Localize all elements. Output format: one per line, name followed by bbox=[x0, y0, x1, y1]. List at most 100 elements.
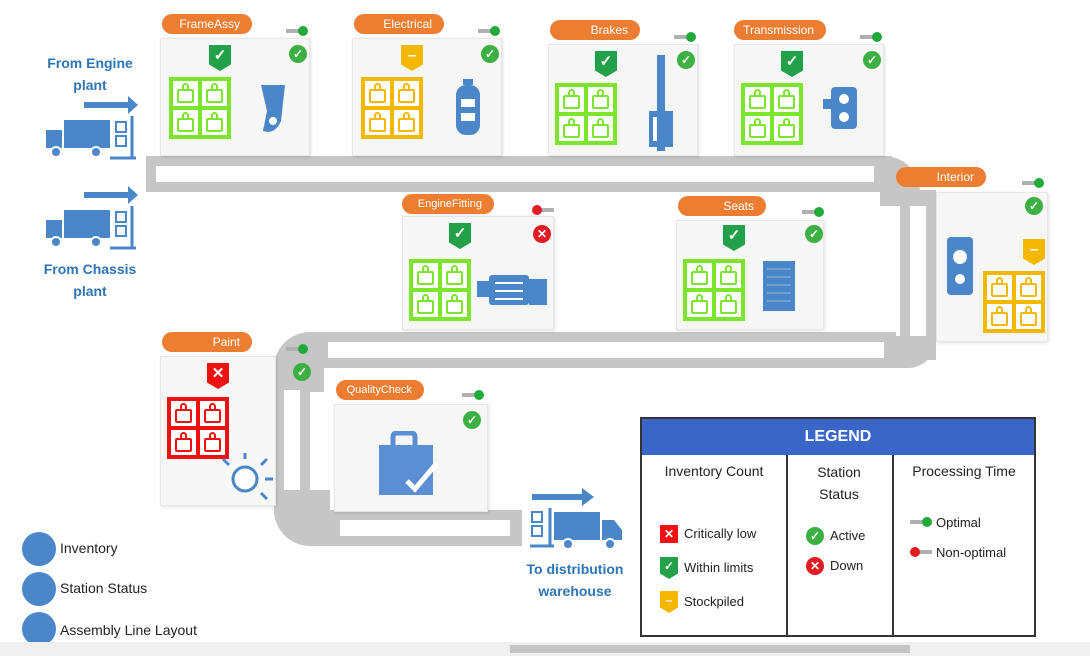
frame-part-icon bbox=[261, 85, 285, 132]
station-tag-transmission: Transmission bbox=[734, 20, 826, 40]
station-tag-interior: Interior bbox=[896, 167, 986, 187]
destination-label: To distribution warehouse bbox=[510, 558, 640, 602]
station-tag-paint: Paint bbox=[162, 332, 252, 352]
non-optimal-icon bbox=[910, 547, 932, 557]
stockpiled-badge: – bbox=[1023, 239, 1045, 265]
inventory-grid bbox=[169, 77, 231, 139]
source-engine-line2: plant bbox=[73, 77, 107, 93]
station-tag-frameassy: FrameAssy bbox=[162, 14, 252, 34]
source-engine-line1: From Engine bbox=[47, 55, 133, 71]
station-tag-electrical: Electrical bbox=[354, 14, 444, 34]
conveyor-bottom bbox=[318, 510, 522, 546]
destination-line2: warehouse bbox=[538, 583, 612, 599]
within-limits-icon: ✓ bbox=[660, 557, 678, 579]
status-active-icon: ✓ bbox=[677, 51, 695, 69]
legend-inventory-header: Inventory Count bbox=[664, 463, 764, 479]
engine-icon bbox=[477, 275, 547, 305]
layer-label-assembly-line[interactable]: Assembly Line Layout bbox=[60, 622, 197, 638]
processing-optimal-icon bbox=[478, 26, 500, 36]
layer-label-station-status[interactable]: Station Status bbox=[60, 580, 148, 596]
distribution-truck-icon bbox=[530, 488, 622, 550]
station-tag-qualitycheck: QualityCheck bbox=[336, 380, 424, 400]
brake-part-icon bbox=[649, 55, 673, 151]
layer-toggle-inventory[interactable] bbox=[22, 532, 56, 566]
processing-optimal-icon bbox=[674, 32, 696, 42]
conveyor-middle bbox=[306, 332, 896, 368]
station-tag-enginefitting: EngineFitting bbox=[402, 194, 494, 214]
station-transmission[interactable]: ✓ ✓ bbox=[734, 44, 884, 156]
station-interior[interactable]: ✓ – bbox=[936, 192, 1048, 342]
within-limits-badge: ✓ bbox=[723, 225, 745, 251]
status-active-icon: ✓ bbox=[863, 51, 881, 69]
station-enginefitting[interactable]: ✓ ✕ bbox=[402, 216, 554, 330]
scrollbar-thumb[interactable] bbox=[510, 645, 910, 653]
quality-bag-icon bbox=[379, 431, 439, 495]
legend: LEGEND Inventory Count ✕ Critically low … bbox=[640, 417, 1036, 637]
conveyor-left-vertical bbox=[274, 370, 310, 510]
stockpiled-icon: – bbox=[660, 591, 678, 613]
destination-line1: To distribution bbox=[526, 561, 624, 577]
processing-optimal-icon bbox=[286, 344, 308, 354]
inventory-grid bbox=[167, 397, 229, 459]
within-limits-badge: ✓ bbox=[595, 51, 617, 77]
source-chassis-label: From Chassis plant bbox=[30, 258, 150, 302]
inventory-grid bbox=[361, 77, 423, 139]
inventory-grid bbox=[983, 271, 1045, 333]
conveyor-top bbox=[146, 156, 892, 192]
optimal-icon bbox=[910, 517, 932, 527]
processing-optimal-icon bbox=[802, 207, 824, 217]
status-active-icon: ✓ bbox=[481, 45, 499, 63]
steering-icon bbox=[947, 237, 973, 295]
station-electrical[interactable]: – ✓ bbox=[352, 38, 502, 156]
processing-optimal-icon bbox=[860, 32, 882, 42]
legend-processing-header: Processing Time bbox=[912, 463, 1016, 479]
station-seats[interactable]: ✓ ✓ bbox=[676, 220, 824, 330]
processing-optimal-icon bbox=[1022, 178, 1044, 188]
legend-status-header-line2: Status bbox=[819, 486, 859, 502]
gearbox-icon bbox=[823, 87, 857, 129]
status-active-icon: ✓ bbox=[1025, 197, 1043, 215]
seat-icon bbox=[763, 261, 795, 311]
stockpiled-badge: – bbox=[401, 45, 423, 71]
status-active-icon: ✓ bbox=[463, 411, 481, 429]
layer-toggle-station-status[interactable] bbox=[22, 572, 56, 606]
station-tag-seats: Seats bbox=[678, 196, 766, 216]
conveyor-right-vertical bbox=[900, 190, 936, 360]
chassis-truck-icon bbox=[46, 186, 138, 250]
legend-status-header: Station Status bbox=[786, 461, 892, 505]
status-active-icon: ✓ bbox=[293, 363, 311, 381]
station-brakes[interactable]: ✓ ✓ bbox=[548, 44, 698, 156]
inventory-grid bbox=[409, 259, 471, 321]
status-active-icon: ✓ bbox=[289, 45, 307, 63]
within-limits-badge: ✓ bbox=[209, 45, 231, 71]
engine-truck-icon bbox=[46, 96, 138, 160]
processing-optimal-icon bbox=[462, 390, 484, 400]
processing-optimal-icon bbox=[286, 26, 308, 36]
inventory-grid bbox=[555, 83, 617, 145]
critically-low-icon: ✕ bbox=[660, 525, 678, 543]
legend-title: LEGEND bbox=[642, 419, 1034, 455]
down-icon: ✕ bbox=[806, 557, 824, 575]
source-engine-label: From Engine plant bbox=[30, 52, 150, 96]
paint-lamp-icon bbox=[221, 453, 273, 501]
station-tag-brakes: Brakes bbox=[550, 20, 640, 40]
legend-status-header-line1: Station bbox=[817, 464, 861, 480]
inventory-grid bbox=[683, 259, 745, 321]
active-icon: ✓ bbox=[806, 527, 824, 545]
battery-icon bbox=[456, 79, 480, 135]
source-chassis-line1: From Chassis bbox=[43, 261, 137, 277]
processing-nonoptimal-icon bbox=[532, 205, 556, 215]
within-limits-badge: ✓ bbox=[781, 51, 803, 77]
status-down-icon: ✕ bbox=[533, 225, 551, 243]
critically-low-badge: ✕ bbox=[207, 363, 229, 389]
station-qualitycheck[interactable]: ✓ bbox=[334, 404, 488, 512]
station-frameassy[interactable]: ✓ ✓ bbox=[160, 38, 310, 156]
source-chassis-line2: plant bbox=[73, 283, 107, 299]
inventory-grid bbox=[741, 83, 803, 145]
within-limits-badge: ✓ bbox=[449, 223, 471, 249]
station-paint[interactable]: ✕ ✓ bbox=[160, 356, 311, 506]
status-active-icon: ✓ bbox=[805, 225, 823, 243]
horizontal-scrollbar[interactable] bbox=[0, 642, 1090, 656]
layer-toggle-assembly-line[interactable] bbox=[22, 612, 56, 646]
layer-label-inventory[interactable]: Inventory bbox=[60, 540, 118, 556]
